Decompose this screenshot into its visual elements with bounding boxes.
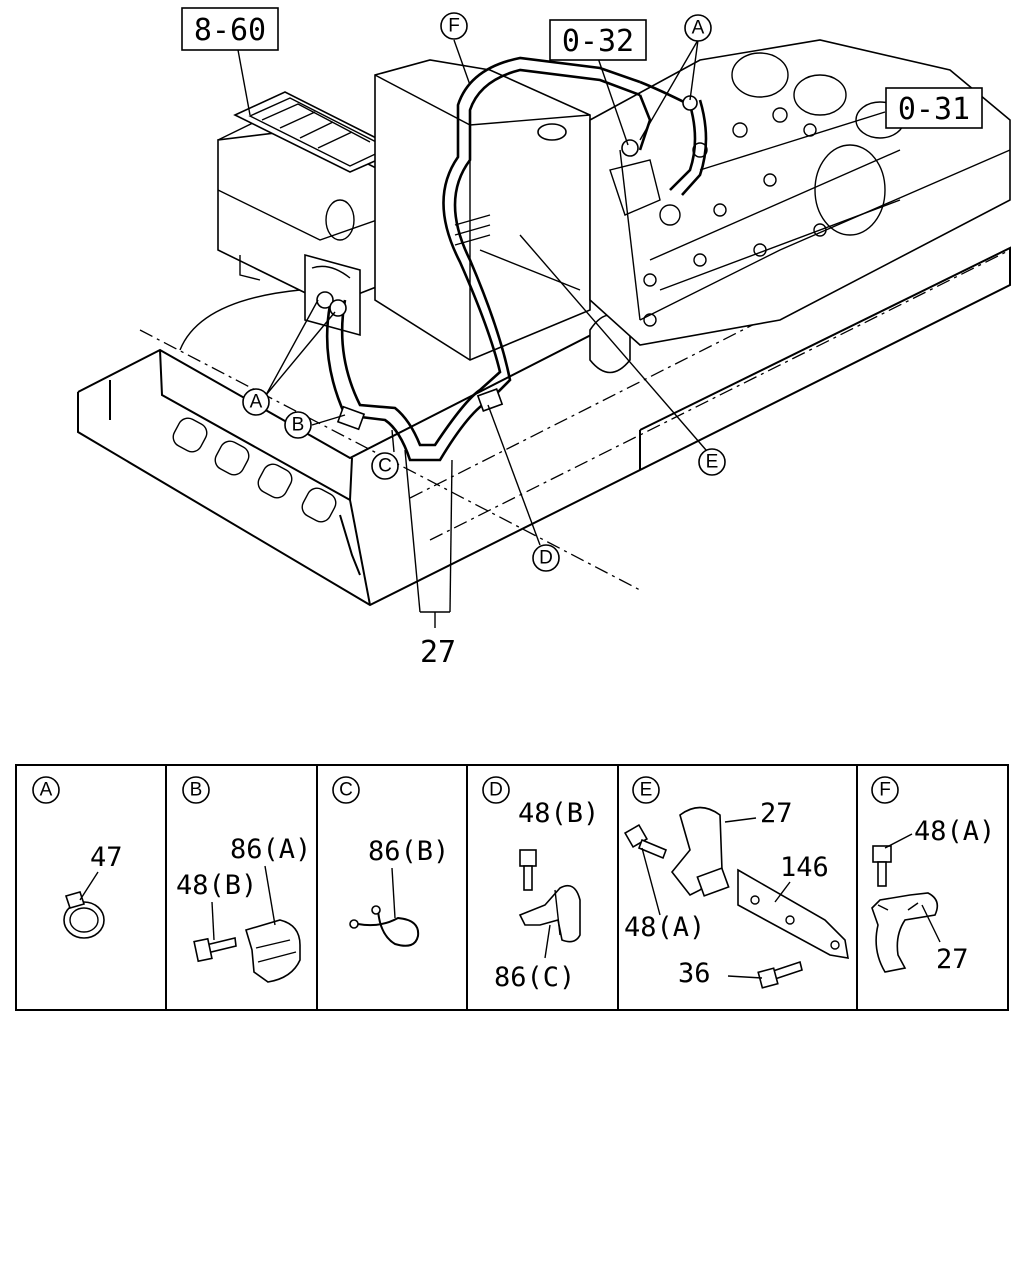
bolt-icon (757, 960, 803, 989)
detail-a-marker: A (40, 780, 53, 801)
bolt-icon (519, 849, 537, 891)
engine-block (589, 39, 1011, 346)
marker-a-heater-text: A (250, 392, 263, 413)
marker-d: D (532, 544, 560, 572)
detail-d-marker: D (489, 780, 503, 801)
detail-e: E 27 146 48(A) 36 (623, 776, 849, 989)
marker-b: B (284, 411, 312, 439)
hose-segment-icon (670, 806, 730, 897)
bracket-clamp-icon (518, 884, 581, 943)
bolt-icon (193, 937, 237, 963)
marker-c: C (371, 452, 399, 480)
main-assembly-drawing: 8-60 0-32 0-31 27 A F A B C (77, 7, 1011, 670)
bolt-icon (623, 823, 668, 860)
callout-engine-side-text: 0-31 (898, 92, 970, 127)
marker-e-text: E (706, 452, 719, 473)
detail-e-part-27: 27 (760, 798, 793, 829)
bolt-icon (872, 845, 892, 887)
detail-b-part-86a: 86(A) (230, 834, 311, 865)
hose-clip-icon (245, 919, 301, 983)
marker-c-text: C (378, 456, 392, 477)
marker-a-engine-text: A (692, 18, 705, 39)
detail-e-part-48a: 48(A) (624, 912, 705, 943)
detail-b: B 86(A) 48(B) (176, 776, 311, 983)
detail-c: C 86(B) (332, 776, 449, 947)
radiator-tank (374, 59, 641, 374)
leader-lines (237, 39, 886, 628)
marker-a-heater: A (242, 388, 270, 416)
detail-f-part-48a: 48(A) (914, 816, 995, 847)
detail-b-marker: B (190, 780, 203, 801)
callout-heater-unit: 8-60 (181, 7, 279, 51)
detail-e-part-146: 146 (780, 852, 829, 883)
marker-f: F (440, 12, 468, 40)
detail-table: A 47 B 86(A) 48(B) (15, 764, 1009, 1011)
wire-clip-icon (349, 905, 420, 947)
marker-a-engine: A (684, 14, 712, 42)
detail-e-part-36: 36 (678, 958, 711, 989)
hose-bend-icon (871, 892, 939, 973)
marker-b-text: B (292, 415, 305, 436)
heater-unit (217, 91, 421, 337)
hose-clamp-icon (63, 891, 105, 939)
detail-a: A 47 (32, 776, 123, 939)
detail-f: F 48(A) 27 (871, 776, 995, 975)
callout-engine-top: 0-32 (549, 19, 647, 61)
detail-b-part-48b: 48(B) (176, 870, 257, 901)
callout-heater-unit-text: 8-60 (194, 13, 266, 48)
callout-engine-top-text: 0-32 (562, 24, 634, 59)
marker-e: E (698, 448, 726, 476)
bracket-plate-icon (737, 868, 849, 959)
detail-f-part-27: 27 (936, 944, 969, 975)
detail-d-part-86c: 86(C) (494, 962, 575, 993)
detail-f-marker: F (879, 780, 891, 801)
detail-c-marker: C (339, 780, 353, 801)
detail-d-part-48b: 48(B) (518, 798, 599, 829)
marker-d-text: D (539, 548, 553, 569)
callout-hose-part: 27 (420, 635, 456, 670)
detail-a-part-47: 47 (90, 842, 123, 873)
detail-d: D 48(B) 86(C) (482, 776, 599, 993)
callout-engine-side: 0-31 (885, 87, 983, 129)
marker-f-text: F (448, 16, 460, 37)
detail-c-part-86b: 86(B) (368, 836, 449, 867)
detail-e-marker: E (640, 780, 653, 801)
